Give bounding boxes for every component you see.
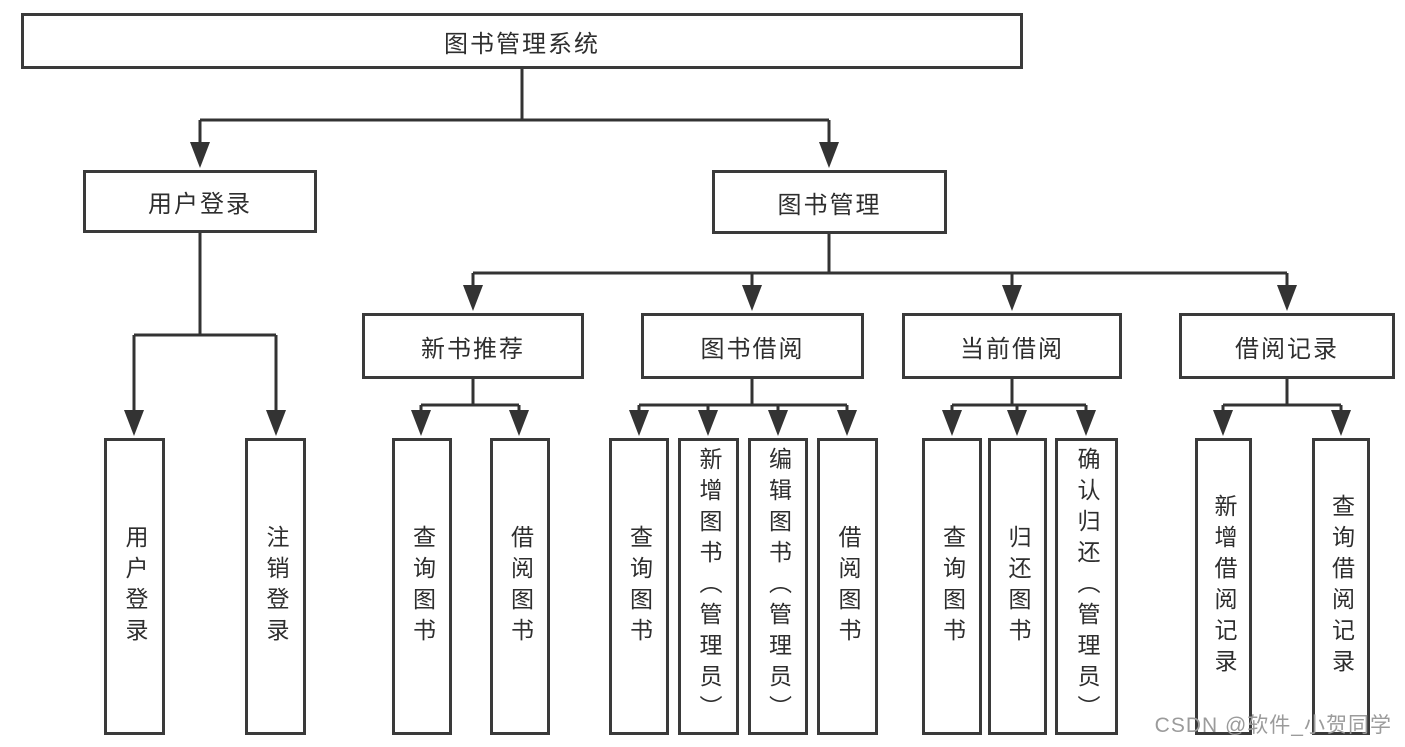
leaf-user-login: 用户登录 (104, 438, 165, 735)
leaf-query-borrow-record: 查询借阅记录 (1312, 438, 1370, 735)
node-label: 新书推荐 (421, 335, 525, 363)
arrow-icon (1277, 285, 1297, 311)
arrow-icon (1213, 410, 1233, 436)
leaf-confirm-return-admin: 确认归还（管理员） (1055, 438, 1118, 735)
connector-user-login (132, 233, 278, 412)
leaf-label: 新增借阅记录 (1211, 493, 1237, 680)
node-borrowing-records: 借阅记录 (1179, 313, 1395, 379)
node-label: 用户登录 (148, 191, 252, 218)
leaf-label: 查询图书 (939, 524, 966, 649)
leaf-label: 用户登录 (122, 524, 148, 649)
leaf-label: 编辑图书（管理员） (765, 447, 792, 726)
arrow-icon (509, 410, 529, 436)
connector-current (950, 379, 1088, 412)
node-label: 图书管理系统 (444, 30, 600, 58)
arrow-icon (768, 410, 788, 436)
arrow-icon (1002, 285, 1022, 311)
connector-root (198, 69, 831, 144)
leaf-query-books-newbooks: 查询图书 (392, 438, 452, 735)
arrow-icon (124, 410, 144, 436)
connector-records (1221, 379, 1343, 412)
leaf-borrow-books-newbooks: 借阅图书 (490, 438, 550, 735)
leaf-label: 新增图书（管理员） (696, 447, 722, 726)
arrow-icon (1331, 410, 1351, 436)
arrow-icon (190, 142, 210, 168)
leaf-label: 查询图书 (409, 524, 436, 649)
arrow-icon (1007, 410, 1027, 436)
leaf-label: 查询借阅记录 (1328, 493, 1355, 680)
leaf-label: 借阅图书 (507, 524, 534, 649)
arrow-icon (742, 285, 762, 311)
leaf-label: 注销登录 (263, 524, 289, 649)
arrow-icon (837, 410, 857, 436)
leaf-return-books: 归还图书 (988, 438, 1047, 735)
arrow-icon (463, 285, 483, 311)
node-label: 图书管理 (777, 191, 882, 219)
leaf-borrow-books-borrowing: 借阅图书 (817, 438, 878, 735)
node-label: 借阅记录 (1235, 335, 1339, 363)
node-current-borrowing: 当前借阅 (902, 313, 1122, 379)
leaf-query-books-borrowing: 查询图书 (609, 438, 669, 735)
arrow-icon (819, 142, 839, 168)
leaf-label: 查询图书 (626, 524, 653, 649)
leaf-query-books-current: 查询图书 (922, 438, 982, 735)
node-new-book-recommend: 新书推荐 (362, 313, 584, 379)
leaf-label: 借阅图书 (835, 524, 861, 649)
leaf-add-books-admin: 新增图书（管理员） (678, 438, 739, 735)
arrow-icon (629, 410, 649, 436)
arrow-icon (1076, 410, 1096, 436)
leaf-add-borrow-record: 新增借阅记录 (1195, 438, 1252, 735)
csdn-watermark: CSDN @软件_小贺同学 (1154, 714, 1392, 737)
arrow-icon (266, 410, 286, 436)
node-book-management: 图书管理 (712, 170, 947, 234)
arrow-icon (698, 410, 718, 436)
arrow-icon (411, 410, 431, 436)
leaf-logout: 注销登录 (245, 438, 306, 735)
node-book-borrowing: 图书借阅 (641, 313, 864, 379)
leaf-label: 归还图书 (1005, 524, 1031, 649)
connector-borrowing (637, 379, 849, 412)
leaf-label: 确认归还（管理员） (1074, 447, 1100, 726)
node-label: 图书借阅 (700, 335, 805, 363)
connector-new-books (419, 379, 521, 412)
node-label: 当前借阅 (960, 335, 1064, 363)
node-library-system: 图书管理系统 (21, 13, 1023, 69)
arrow-icon (942, 410, 962, 436)
connector-book-mgmt (471, 234, 1289, 287)
leaf-edit-books-admin: 编辑图书（管理员） (748, 438, 808, 735)
node-user-login: 用户登录 (83, 170, 317, 233)
